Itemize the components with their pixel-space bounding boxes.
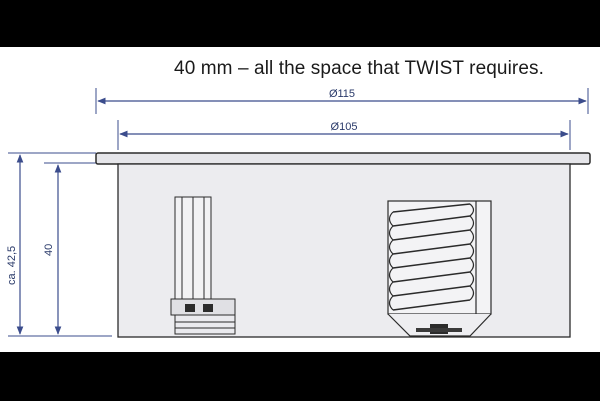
lid-plate <box>95 152 591 165</box>
inner-diameter-label: Ø105 <box>331 121 358 133</box>
body-height-dimension: 40 <box>43 162 112 335</box>
inner-diameter-dimension: Ø105 <box>117 120 571 150</box>
diagram-headline: 40 mm – all the space that TWIST require… <box>174 58 544 79</box>
guide-column <box>170 196 236 335</box>
outer-diameter-dimension: Ø115 <box>95 88 589 114</box>
body-height-label: 40 <box>43 244 55 256</box>
total-height-dimension: ca. 42,5 <box>6 152 112 337</box>
total-height-label: ca. 42,5 <box>6 246 18 285</box>
outer-diameter-label: Ø115 <box>329 88 355 100</box>
threaded-spindle <box>387 200 492 337</box>
